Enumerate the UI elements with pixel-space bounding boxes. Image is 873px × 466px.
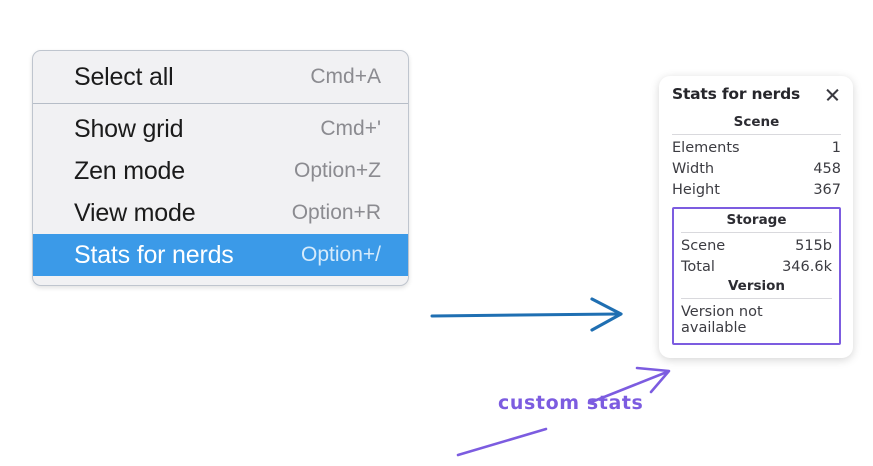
stat-value: 515b xyxy=(795,237,832,254)
stat-label: Elements xyxy=(672,139,740,156)
menu-item-shortcut: Cmd+A xyxy=(310,65,381,88)
blue-flow-arrow xyxy=(430,297,623,332)
section-version: Version Version not available xyxy=(681,277,832,337)
stat-row-height: Height 367 xyxy=(672,179,841,200)
purple-callout-arrow xyxy=(587,366,671,405)
menu-item-label: Zen mode xyxy=(74,156,185,185)
menu-item-label: Stats for nerds xyxy=(74,240,234,269)
menu-item-stats-for-nerds[interactable]: Stats for nerds Option+/ xyxy=(33,234,408,276)
close-icon[interactable] xyxy=(824,86,841,103)
version-value: Version not available xyxy=(681,304,763,336)
purple-underline-stroke xyxy=(456,427,548,457)
section-rule xyxy=(672,134,841,135)
section-rule xyxy=(681,298,832,299)
menu-item-zen-mode[interactable]: Zen mode Option+Z xyxy=(33,150,408,192)
stat-value: 458 xyxy=(813,160,841,177)
stat-value: 346.6k xyxy=(782,258,832,275)
menu-item-shortcut: Cmd+' xyxy=(320,117,381,140)
section-storage: Storage Scene 515b Total 346.6k xyxy=(681,211,832,277)
menu-item-label: Show grid xyxy=(74,114,184,143)
menu-item-view-mode[interactable]: View mode Option+R xyxy=(33,192,408,234)
custom-stats-outline: Storage Scene 515b Total 346.6k Version … xyxy=(672,207,841,345)
stat-row-storage-scene: Scene 515b xyxy=(681,235,832,256)
section-title-scene: Scene xyxy=(733,114,780,130)
stat-label: Width xyxy=(672,160,715,177)
panel-title: Stats for nerds xyxy=(672,85,801,103)
canvas-context-menu[interactable]: Select all Cmd+A Show grid Cmd+' Zen mod… xyxy=(32,50,409,286)
section-title-storage: Storage xyxy=(726,212,787,228)
menu-group-2: Show grid Cmd+' Zen mode Option+Z View m… xyxy=(33,108,408,276)
menu-item-show-grid[interactable]: Show grid Cmd+' xyxy=(33,108,408,150)
stat-row-elements: Elements 1 xyxy=(672,137,841,158)
panel-header: Stats for nerds xyxy=(672,85,841,103)
stat-row-storage-total: Total 346.6k xyxy=(681,256,832,277)
menu-item-select-all[interactable]: Select all Cmd+A xyxy=(33,56,408,98)
menu-item-label: Select all xyxy=(74,62,174,91)
section-title-version: Version xyxy=(727,278,786,294)
section-scene: Scene Elements 1 Width 458 Height 367 xyxy=(672,113,841,200)
stat-label: Scene xyxy=(681,237,726,254)
stat-label: Height xyxy=(672,181,720,198)
menu-separator xyxy=(33,103,408,104)
menu-item-shortcut: Option+R xyxy=(291,201,381,224)
stat-value: 1 xyxy=(831,139,841,156)
stats-for-nerds-panel: Stats for nerds Scene Elements 1 Width 4… xyxy=(659,76,853,358)
stat-row-width: Width 458 xyxy=(672,158,841,179)
menu-item-label: View mode xyxy=(74,198,196,227)
handwritten-annotation-label: custom stats xyxy=(498,392,644,414)
stat-value: 367 xyxy=(813,181,841,198)
menu-group-1: Select all Cmd+A xyxy=(33,56,408,98)
stat-label: Total xyxy=(681,258,715,275)
section-rule xyxy=(681,232,832,233)
menu-item-shortcut: Option+/ xyxy=(301,243,381,266)
menu-item-shortcut: Option+Z xyxy=(294,159,381,182)
